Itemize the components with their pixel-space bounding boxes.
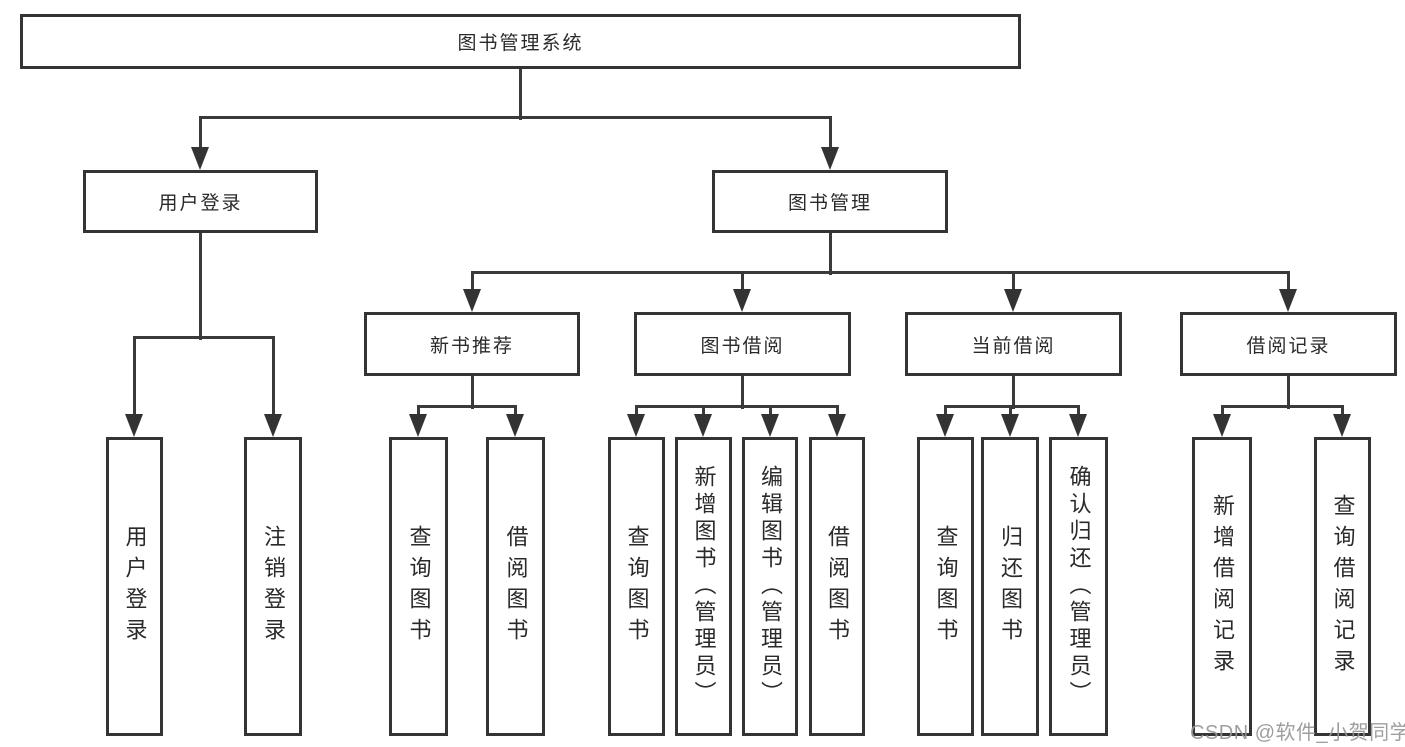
connector-bar xyxy=(132,335,275,339)
arrow-down-icon xyxy=(264,414,282,437)
node-book-management-module: 图书管理 xyxy=(712,170,948,233)
connector-drop xyxy=(198,117,202,153)
connector-stem xyxy=(470,376,474,409)
connector-drop xyxy=(271,337,275,420)
arrow-down-icon xyxy=(627,414,645,437)
connector-stem xyxy=(1011,376,1015,409)
connector-drop xyxy=(1220,406,1224,420)
arrow-down-icon xyxy=(694,414,712,437)
connector-bar xyxy=(416,404,517,408)
node-label: 确认归还（管理员） xyxy=(1066,465,1092,708)
connector-stem xyxy=(1286,376,1290,409)
connector-drop xyxy=(943,406,947,420)
node-label: 新书推荐 xyxy=(429,335,514,357)
connector-stem xyxy=(740,376,744,409)
connector-drop xyxy=(828,117,832,153)
connector-stem xyxy=(828,233,832,275)
arrow-down-icon xyxy=(733,289,751,312)
connector-drop xyxy=(1008,406,1012,420)
connector-bar xyxy=(470,270,1290,274)
node-label: 查询图书 xyxy=(406,524,432,649)
arrow-down-icon xyxy=(828,414,846,437)
node-leaf-confirm-return: 确认归还（管理员） xyxy=(1049,437,1108,736)
arrow-down-icon xyxy=(821,147,839,170)
node-label: 编辑图书（管理员） xyxy=(758,465,783,708)
node-label: 图书管理系统 xyxy=(457,33,584,54)
node-label: 当前借阅 xyxy=(971,335,1056,357)
arrow-down-icon xyxy=(1004,289,1022,312)
connector-drop xyxy=(740,272,744,295)
node-leaf-return-book: 归还图书 xyxy=(981,437,1039,736)
connector-drop xyxy=(1286,272,1290,295)
connector-drop xyxy=(1076,406,1080,420)
csdn-watermark: CSDN @软件_小贺同学 xyxy=(1190,722,1405,744)
arrow-down-icon xyxy=(761,414,779,437)
arrow-down-icon xyxy=(1333,414,1351,437)
connector-stem xyxy=(518,69,522,120)
node-leaf-borrow-book: 借阅图书 xyxy=(809,437,865,736)
node-label: 图书管理 xyxy=(787,193,872,214)
connector-drop xyxy=(132,337,136,420)
connector-bar xyxy=(198,115,832,119)
node-label: 查询图书 xyxy=(624,524,650,649)
connector-bar xyxy=(943,404,1080,408)
node-leaf-borrow-book-rec: 借阅图书 xyxy=(486,437,545,736)
node-leaf-add-borrow-record: 新增借阅记录 xyxy=(1192,437,1252,736)
arrow-down-icon xyxy=(936,414,954,437)
node-label: 借阅记录 xyxy=(1246,335,1331,357)
node-leaf-query-book-current: 查询图书 xyxy=(917,437,974,736)
node-label: 注销登录 xyxy=(261,524,286,649)
connector-drop xyxy=(416,406,420,420)
connector-bar xyxy=(1220,404,1344,408)
node-new-book-recommend: 新书推荐 xyxy=(364,312,580,376)
node-leaf-query-book-borrow: 查询图书 xyxy=(608,437,665,736)
node-label: 查询借阅记录 xyxy=(1330,493,1356,680)
node-label: 借阅图书 xyxy=(503,524,529,649)
connector-drop xyxy=(1340,406,1344,420)
connector-drop xyxy=(835,406,839,420)
arrow-down-icon xyxy=(1279,289,1297,312)
arrow-down-icon xyxy=(125,414,143,437)
connector-drop xyxy=(768,406,772,420)
connector-drop xyxy=(470,272,474,295)
arrow-down-icon xyxy=(191,147,209,170)
node-label: 新增借阅记录 xyxy=(1210,493,1235,680)
arrow-down-icon xyxy=(1069,414,1087,437)
node-borrow-record: 借阅记录 xyxy=(1180,312,1397,376)
arrow-down-icon xyxy=(1001,414,1019,437)
node-leaf-query-borrow-record: 查询借阅记录 xyxy=(1314,437,1371,736)
connector-drop xyxy=(513,406,517,420)
connector-stem xyxy=(198,233,202,340)
connector-bar xyxy=(634,404,839,408)
node-book-borrow: 图书借阅 xyxy=(634,312,851,376)
arrow-down-icon xyxy=(506,414,524,437)
arrow-down-icon xyxy=(409,414,427,437)
connector-drop xyxy=(701,406,705,420)
node-label: 归还图书 xyxy=(998,524,1023,649)
arrow-down-icon xyxy=(1213,414,1231,437)
connector-drop xyxy=(1011,272,1015,295)
connector-drop xyxy=(634,406,638,420)
node-leaf-query-book-rec: 查询图书 xyxy=(389,437,448,736)
node-label: 新增图书（管理员） xyxy=(691,465,717,708)
node-leaf-edit-book-admin: 编辑图书（管理员） xyxy=(742,437,798,736)
arrow-down-icon xyxy=(463,289,481,312)
node-label: 用户登录 xyxy=(122,524,148,649)
node-leaf-user-login: 用户登录 xyxy=(106,437,163,736)
node-label: 借阅图书 xyxy=(825,524,850,649)
node-leaf-add-book-admin: 新增图书（管理员） xyxy=(675,437,732,736)
node-current-borrow: 当前借阅 xyxy=(905,312,1122,376)
node-label: 用户登录 xyxy=(158,193,243,214)
node-label: 图书借阅 xyxy=(700,335,785,357)
node-label: 查询图书 xyxy=(933,524,959,649)
node-root: 图书管理系统 xyxy=(20,14,1021,69)
node-user-login-module: 用户登录 xyxy=(83,170,318,233)
node-leaf-logout: 注销登录 xyxy=(244,437,302,736)
